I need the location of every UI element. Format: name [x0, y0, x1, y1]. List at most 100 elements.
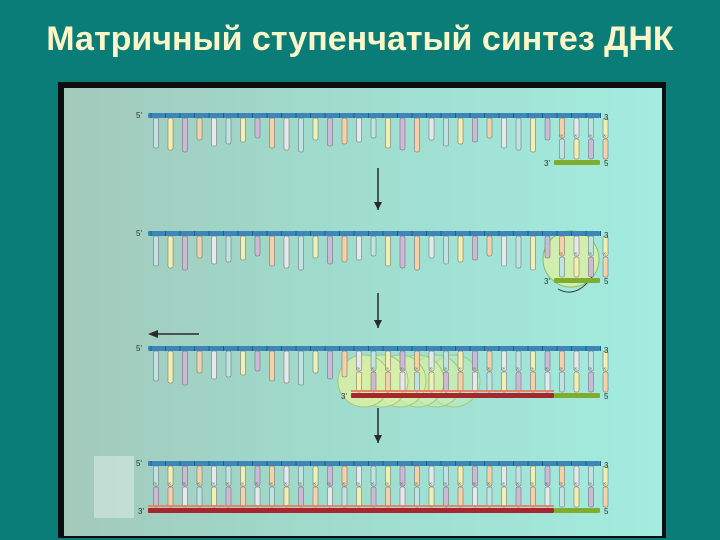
hydrogen-bond: ∞ [530, 366, 534, 372]
template-base [312, 350, 319, 374]
template-base [472, 350, 478, 372]
new-strand-base [602, 256, 609, 278]
template-base [182, 117, 188, 153]
new-strand-base [588, 138, 594, 160]
template-base [182, 235, 188, 271]
template-base [443, 350, 449, 372]
new-strand-base [196, 486, 203, 508]
hydrogen-bond: ∞ [356, 481, 360, 487]
template-base [298, 350, 304, 386]
hydrogen-bond: ∞ [255, 481, 259, 487]
hydrogen-bond: ∞ [588, 133, 592, 139]
template-base [283, 235, 290, 269]
label-3prime-left: 3' [341, 392, 347, 401]
new-strand-base [385, 486, 391, 508]
new-strand-base [298, 486, 304, 508]
hydrogen-bond: ∞ [182, 481, 186, 487]
new-strand-base [254, 486, 261, 508]
template-base [486, 350, 493, 372]
template-base [153, 235, 159, 267]
hydrogen-bond: ∞ [501, 366, 505, 372]
template-base [327, 350, 333, 380]
template-base [269, 235, 275, 267]
new-strand-base [486, 371, 493, 393]
hydrogen-bond: ∞ [400, 481, 404, 487]
new-strand-base [588, 371, 594, 393]
new-strand-base [559, 138, 565, 160]
template-base [225, 117, 232, 145]
template-base [153, 465, 159, 487]
template-base [153, 117, 159, 149]
template-base [312, 465, 319, 487]
template-base [472, 465, 478, 487]
template-base [573, 350, 580, 372]
template-base [501, 235, 507, 267]
hydrogen-bond: ∞ [385, 366, 389, 372]
new-strand-base [182, 486, 188, 508]
new-strand-base [544, 371, 551, 393]
template-backbone [148, 231, 600, 236]
primer-backbone [554, 160, 600, 165]
new-strand-base [486, 486, 493, 508]
new-strand-base [559, 371, 565, 393]
hydrogen-bond: ∞ [487, 481, 491, 487]
new-strand-base [269, 486, 275, 508]
template-base [225, 465, 232, 487]
hydrogen-bond: ∞ [574, 481, 578, 487]
new-strand-base [370, 486, 377, 508]
hydrogen-bond: ∞ [356, 366, 360, 372]
template-base [573, 465, 580, 487]
template-base [327, 235, 333, 265]
new-strand-base [399, 486, 406, 508]
hydrogen-bond: ∞ [545, 366, 549, 372]
template-base [385, 465, 391, 487]
template-base [356, 350, 362, 372]
template-base [240, 117, 246, 143]
new-strand-backbone [351, 393, 554, 398]
inset-patch [94, 456, 134, 518]
template-base [602, 465, 609, 487]
label-5-right: 5 [604, 159, 609, 168]
template-base [428, 350, 435, 372]
new-strand-backbone [148, 508, 554, 513]
template-base [501, 465, 507, 487]
stage-elongation: ∞∞∞∞∞∞∞∞∞∞∞∞∞∞∞∞∞∞53'5'3 [136, 344, 609, 408]
template-base [443, 235, 449, 265]
new-strand-base [559, 256, 565, 278]
template-base [385, 350, 391, 372]
template-base [283, 465, 290, 487]
hydrogen-bond: ∞ [516, 366, 520, 372]
new-strand-base [472, 486, 478, 508]
template-base [269, 117, 275, 149]
new-strand-base [472, 371, 478, 393]
new-strand-base [153, 486, 159, 508]
new-strand-base [602, 371, 609, 393]
hydrogen-bond: ∞ [588, 481, 592, 487]
template-base [298, 465, 304, 487]
label-5prime: 5' [136, 344, 142, 353]
stage-polymerase-bound: ∞∞∞∞53'5'3 [136, 229, 609, 293]
template-base [167, 350, 174, 384]
dna-synthesis-diagram: ∞∞∞∞53'5'3∞∞∞∞53'5'3∞∞∞∞∞∞∞∞∞∞∞∞∞∞∞∞∞∞53… [94, 111, 609, 518]
template-base [544, 117, 551, 141]
hydrogen-bond: ∞ [588, 251, 592, 257]
template-base [399, 350, 406, 372]
template-base [283, 117, 290, 151]
hydrogen-bond: ∞ [298, 481, 302, 487]
primer-backbone [554, 393, 600, 398]
template-base [457, 235, 464, 263]
hydrogen-bond: ∞ [211, 481, 215, 487]
hydrogen-bond: ∞ [588, 366, 592, 372]
template-base [486, 465, 493, 487]
template-base [573, 235, 580, 257]
template-base [182, 350, 188, 386]
template-base [341, 465, 348, 487]
label-5-right: 5 [604, 392, 609, 401]
template-base [530, 117, 536, 153]
template-base [182, 465, 188, 487]
new-strand-base [515, 371, 522, 393]
template-base [167, 117, 174, 151]
hydrogen-bond: ∞ [168, 481, 172, 487]
template-base [385, 117, 391, 149]
template-base [211, 465, 217, 487]
